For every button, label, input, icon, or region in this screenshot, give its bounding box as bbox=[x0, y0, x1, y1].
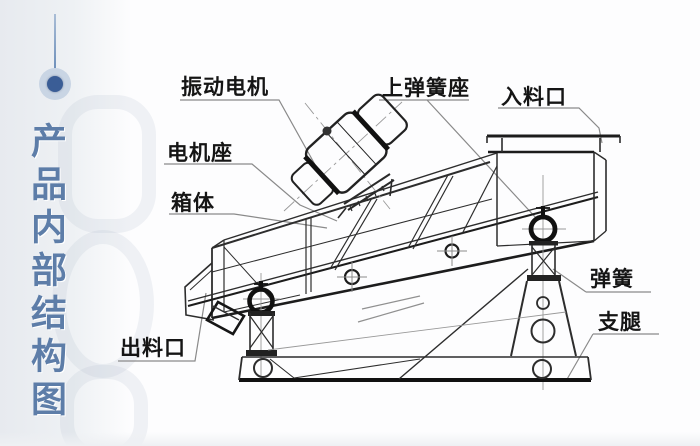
pin-dot-icon bbox=[47, 76, 63, 92]
motor-seat-drawing bbox=[337, 173, 395, 219]
discharge-outlet-drawing bbox=[184, 262, 246, 336]
label-motor-seat: 电机座 bbox=[167, 142, 233, 165]
label-discharge-outlet: 出料口 bbox=[120, 337, 186, 360]
left-sidebar: 产品内部结构图 bbox=[0, 0, 156, 446]
watermark-shape bbox=[58, 95, 156, 233]
label-leader-lines bbox=[118, 99, 659, 382]
motion-marks bbox=[357, 295, 425, 323]
front-spring-drawing bbox=[243, 273, 280, 377]
label-support-leg: 支腿 bbox=[598, 311, 642, 334]
label-vibration-motor: 振动电机 bbox=[181, 76, 269, 99]
sidebar-vertical-title: 产品内部结构图 bbox=[26, 122, 67, 423]
rear-spring-drawing bbox=[522, 175, 566, 390]
pin-icon bbox=[39, 68, 71, 100]
vibration-motor-drawing bbox=[283, 93, 408, 212]
base-frame-drawing bbox=[238, 268, 592, 382]
support-leg-drawing bbox=[510, 280, 577, 357]
label-spring: 弹簧 bbox=[590, 268, 634, 291]
label-upper-spring-seat: 上弹簧座 bbox=[382, 77, 470, 100]
screen-box-drawing bbox=[187, 152, 599, 320]
pin-line-icon bbox=[54, 14, 56, 70]
label-box-body: 箱体 bbox=[171, 192, 215, 215]
label-feed-inlet: 入料口 bbox=[501, 86, 567, 109]
bottom-fade bbox=[0, 432, 700, 446]
